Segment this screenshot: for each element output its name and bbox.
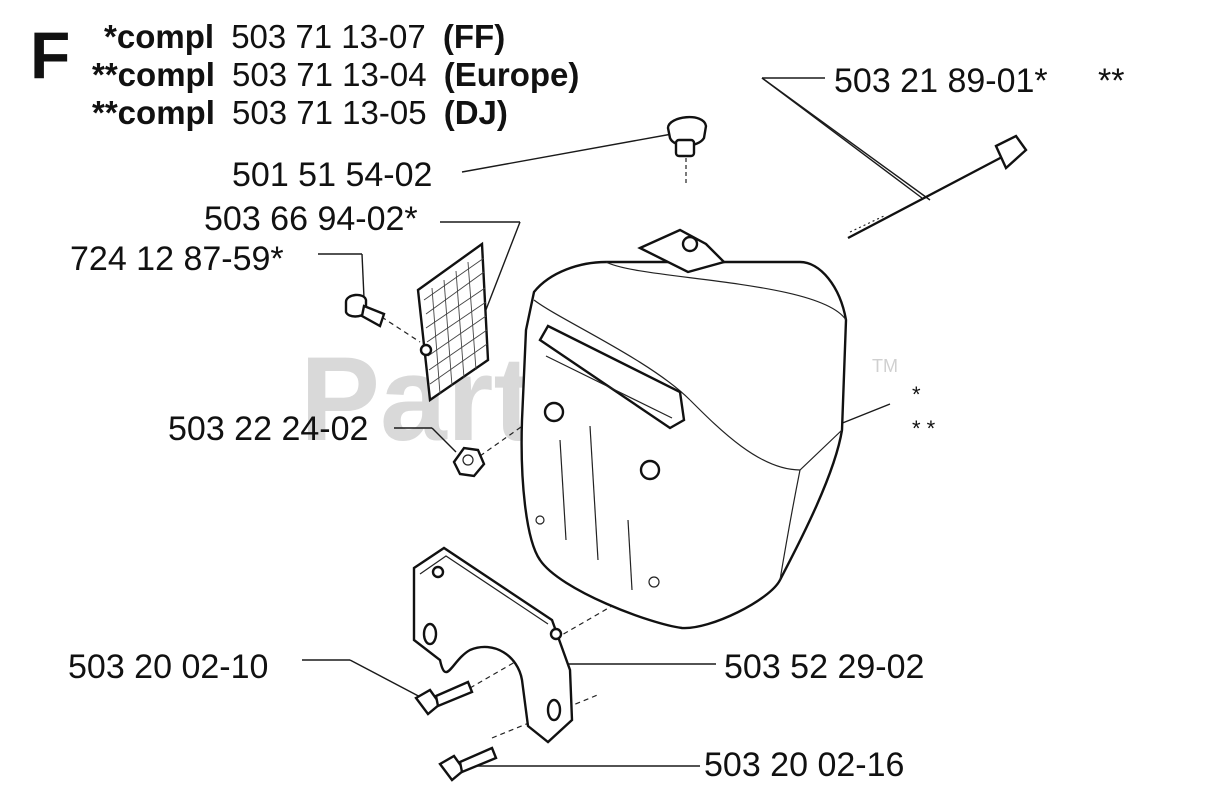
screw-b-part <box>438 746 498 782</box>
callout-long-bolt: 503 21 89-01* <box>834 62 1048 100</box>
callout-long-bolt-marks: ** <box>1098 62 1124 100</box>
callout-gasket: 503 52 29-02 <box>724 648 924 686</box>
callout-muffler-double: * * <box>912 416 936 441</box>
callout-plug: 501 51 54-02 <box>232 156 432 194</box>
callout-screw-a: 503 20 02-10 <box>68 648 268 686</box>
header-line-1-suffix: (FF) <box>443 18 505 55</box>
screw-a-part <box>414 680 474 716</box>
small-screw-part <box>344 293 386 328</box>
header-line-2-suffix: (Europe) <box>444 56 580 93</box>
header-line-3: **compl 503 71 13-05 (DJ) <box>92 94 508 131</box>
header-line-1-prefix: *compl <box>104 18 214 55</box>
muffler-part <box>520 228 848 630</box>
svg-text:**compl 503 71 13-05: **compl 503 71 13-05 (DJ) <box>92 94 508 131</box>
svg-text:*compl 503 71 13-07: *compl 503 71 13-07 (FF) <box>104 18 505 55</box>
header-line-3-number: 503 71 13-05 <box>232 94 427 131</box>
plug-part <box>666 116 708 158</box>
header-line-3-suffix: (DJ) <box>444 94 508 131</box>
nut-part <box>452 446 486 478</box>
callout-small-screw: 724 12 87-59* <box>70 240 284 278</box>
header-line-3-prefix: **compl <box>92 94 215 131</box>
header-line-2-number: 503 71 13-04 <box>232 56 427 93</box>
spark-screen-part <box>416 241 490 403</box>
header-line-1-number: 503 71 13-07 <box>231 18 426 55</box>
callout-nut: 503 22 24-02 <box>168 410 368 448</box>
header-line-2: **compl 503 71 13-04 (Europe) <box>92 56 579 93</box>
header-line-2-prefix: **compl <box>92 56 215 93</box>
section-letter: F <box>30 18 70 92</box>
callout-muffler-single: * <box>912 382 921 407</box>
callout-screen: 503 66 94-02* <box>204 200 418 238</box>
callout-screw-b: 503 20 02-16 <box>704 746 904 784</box>
watermark-trademark: TM <box>872 356 898 376</box>
gasket-part <box>412 546 574 744</box>
long-bolt-part <box>847 134 1028 240</box>
svg-text:**compl 503 71 13-04: **compl 503 71 13-04 (Europe) <box>92 56 579 93</box>
header-line-1: *compl 503 71 13-07 (FF) <box>104 18 505 55</box>
